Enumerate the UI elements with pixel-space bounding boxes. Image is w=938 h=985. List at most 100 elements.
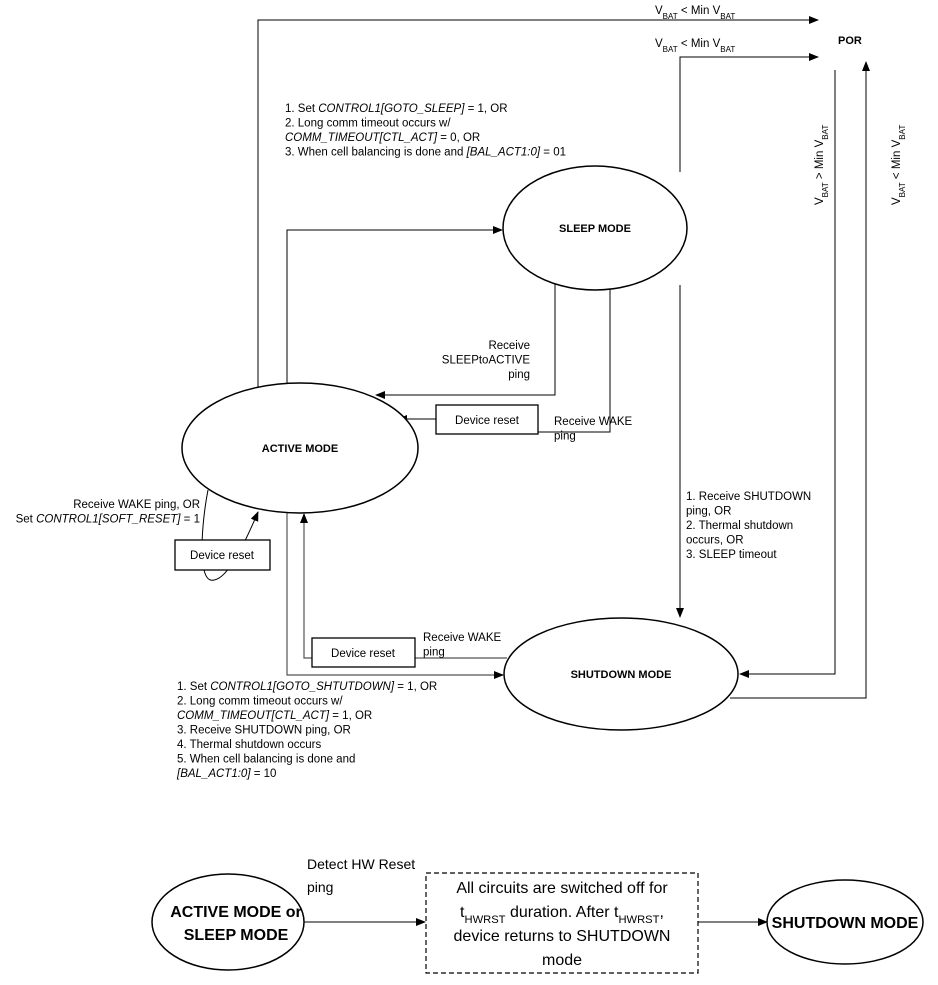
- label-segment: ping: [508, 369, 530, 381]
- state-sleep-label: SLEEP MODE: [559, 223, 631, 235]
- label-segment: BAT: [720, 12, 735, 21]
- label-active-self: Receive WAKE ping, OR Set CONTROL1[SOFT_R…: [16, 499, 200, 526]
- label-segment: Receive: [488, 340, 530, 352]
- label-segment: BAT: [821, 182, 830, 197]
- label-segment: duration. After t: [506, 904, 620, 921]
- label-segment: 1. Set: [177, 681, 210, 693]
- label-segment: 2. Thermal shutdown: [686, 520, 793, 532]
- label-segment: Receive WAKE ping, OR: [73, 499, 200, 511]
- label-segment: 2. Long comm timeout occurs w/: [177, 696, 343, 708]
- hw-reset-process-box: [425, 872, 699, 974]
- label-segment: COMM_TIMEOUT[CTL_ACT]: [177, 710, 330, 722]
- arrow-active-to-sleep: [286, 226, 503, 383]
- state-shutdown-label: SHUTDOWN MODE: [571, 669, 672, 681]
- label-sleep-to-por: VBAT < Min VBAT: [655, 38, 735, 54]
- label-segment: device returns to SHUTDOWN: [454, 928, 671, 945]
- label-segment: HWRST: [618, 914, 659, 926]
- label-segment: V: [891, 197, 903, 205]
- label-segment: [BAL_ACT1:0]: [466, 147, 541, 159]
- label-segment: COMM_TIMEOUT[CTL_ACT]: [285, 132, 438, 144]
- label-segment: < Min V: [891, 139, 903, 182]
- state-sleep: [502, 165, 688, 291]
- label-segment: BAT: [898, 182, 907, 197]
- label-segment: 3. When cell balancing is done and: [285, 147, 467, 159]
- label-segment: = 1, OR: [394, 681, 437, 693]
- label-segment: < Min V: [678, 5, 721, 17]
- label-segment: 2. Long comm timeout occurs w/: [285, 118, 451, 130]
- label-segment: > Min V: [814, 139, 826, 182]
- state-active-label: ACTIVE MODE: [262, 443, 338, 455]
- label-segment: mode: [542, 952, 582, 969]
- label-segment: ping, OR: [686, 506, 731, 518]
- label-segment: 4. Thermal shutdown occurs: [177, 739, 321, 751]
- hw-source-line2: SLEEP MODE: [184, 927, 289, 944]
- device-reset-label: Device reset: [190, 550, 255, 562]
- state-shutdown: [503, 617, 739, 731]
- label-segment: V: [814, 197, 826, 205]
- arrow-shutdown-to-por: [730, 61, 870, 699]
- label-segment: Set: [16, 514, 36, 526]
- label-segment: Receive WAKE: [554, 416, 633, 428]
- hw-target-label: SHUTDOWN MODE: [772, 915, 919, 932]
- label-segment: Detect HW Reset: [307, 856, 415, 872]
- label-segment: V: [655, 38, 663, 50]
- label-segment: V: [655, 5, 663, 17]
- label-segment: < Min V: [678, 38, 721, 50]
- label-active-to-por: VBAT < Min VBAT: [655, 5, 735, 21]
- arrow-shutdown-to-active: [300, 513, 312, 659]
- label-segment: 3. SLEEP timeout: [686, 549, 777, 561]
- arrow-sleep-to-active: [375, 282, 556, 399]
- label-segment: BAT: [898, 125, 907, 140]
- label-segment: occurs, OR: [686, 535, 744, 547]
- label-active-to-sleep: 1. Set CONTROL1[GOTO_SLEEP] = 1, OR 2. Lo…: [285, 103, 566, 159]
- label-segment: = 1: [180, 514, 200, 526]
- label-segment: CONTROL1[GOTO_SHTUTDOWN]: [210, 681, 395, 693]
- label-hw-reset-trigger: Detect HW Reset ping: [307, 856, 415, 895]
- label-segment: = 1, OR: [464, 103, 507, 115]
- label-segment: BAT: [663, 12, 678, 21]
- label-segment: SLEEPtoACTIVE: [442, 355, 531, 367]
- hw-source-line1: ACTIVE MODE or: [170, 904, 302, 921]
- label-segment: 1. Receive SHUTDOWN: [686, 491, 811, 503]
- label-segment: All circuits are switched off for: [456, 880, 668, 897]
- label-segment: CONTROL1[GOTO_SLEEP]: [318, 103, 465, 115]
- label-segment: ,: [659, 904, 663, 921]
- label-segment: = 1, OR: [329, 710, 372, 722]
- label-segment: t: [460, 904, 465, 921]
- label-segment: ping: [307, 879, 333, 895]
- label-por-to-shutdown: VBAT > Min VBAT: [814, 125, 830, 205]
- arrow-active-to-shutdown: [286, 513, 504, 679]
- label-active-to-shutdown: 1. Set CONTROL1[GOTO_SHTUTDOWN] = 1, OR 2…: [176, 681, 437, 780]
- device-reset-label: Device reset: [331, 648, 396, 660]
- label-segment: HWRST: [465, 914, 506, 926]
- label-shutdown-to-por: VBAT < Min VBAT: [891, 125, 907, 205]
- label-segment: 1. Set: [285, 103, 318, 115]
- device-reset-box-shutdown: [311, 637, 416, 668]
- state-active: [181, 382, 419, 514]
- label-segment: = 01: [540, 147, 566, 159]
- label-segment: BAT: [720, 45, 735, 54]
- device-reset-label: Device reset: [455, 415, 520, 427]
- arrow-por-to-shutdown: [739, 70, 836, 678]
- label-segment: BAT: [821, 125, 830, 140]
- device-reset-box-sleep: [435, 404, 539, 435]
- label-segment: 3. Receive SHUTDOWN ping, OR: [177, 725, 351, 737]
- label-segment: 5. When cell balancing is done and: [177, 754, 355, 766]
- arrow-active-to-por: [257, 16, 819, 390]
- label-segment: ping: [554, 431, 576, 443]
- arrow-sleep-to-por: [679, 53, 819, 172]
- device-reset-box-self: [174, 539, 271, 571]
- label-segment: Receive WAKE: [423, 632, 502, 644]
- label-segment: = 0, OR: [437, 132, 480, 144]
- label-segment: = 10: [251, 768, 277, 780]
- hw-reset-target-state: [766, 879, 924, 965]
- label-segment: [BAL_ACT1:0]: [176, 768, 251, 780]
- label-segment: BAT: [663, 45, 678, 54]
- label-sleep-to-shutdown: 1. Receive SHUTDOWN ping, OR 2. Thermal sh…: [686, 491, 811, 561]
- label-segment: CONTROL1[SOFT_RESET]: [36, 514, 181, 526]
- state-por: POR: [838, 35, 862, 47]
